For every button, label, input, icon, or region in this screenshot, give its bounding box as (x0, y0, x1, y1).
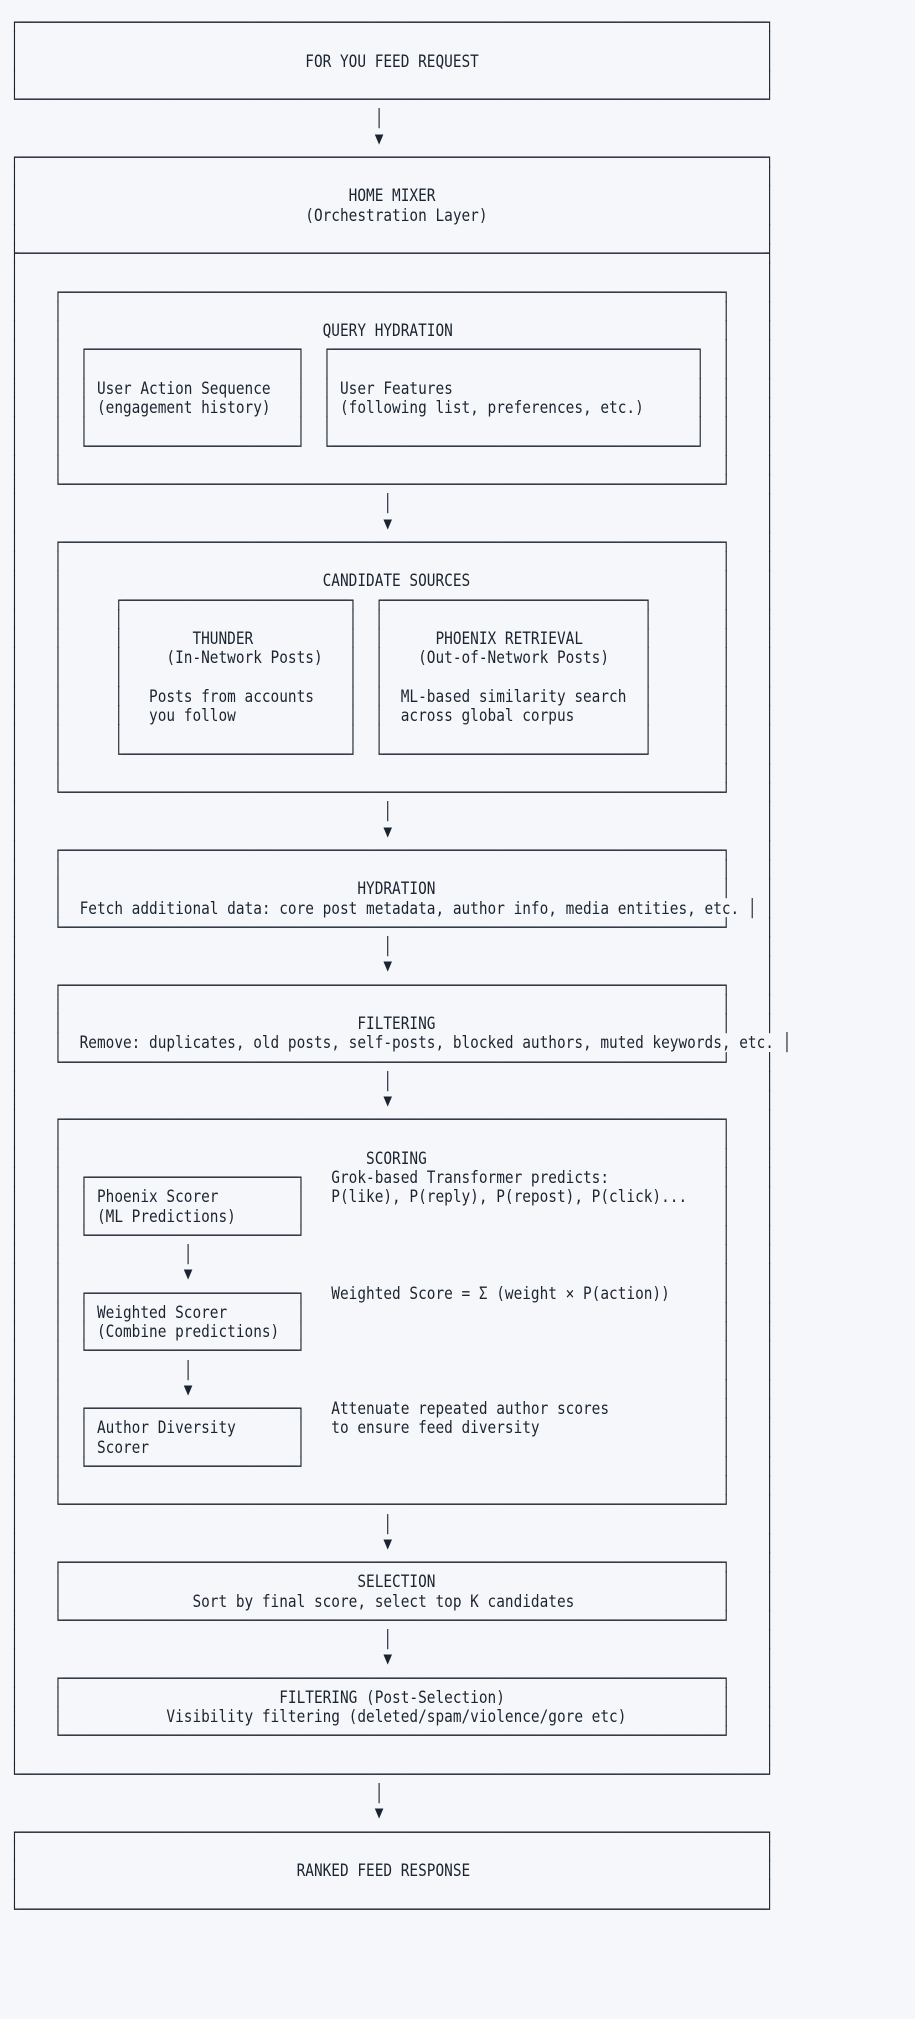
for-you-feed-pipeline-ascii-diagram: ┌───────────────────────────────────────… (10, 13, 792, 1920)
